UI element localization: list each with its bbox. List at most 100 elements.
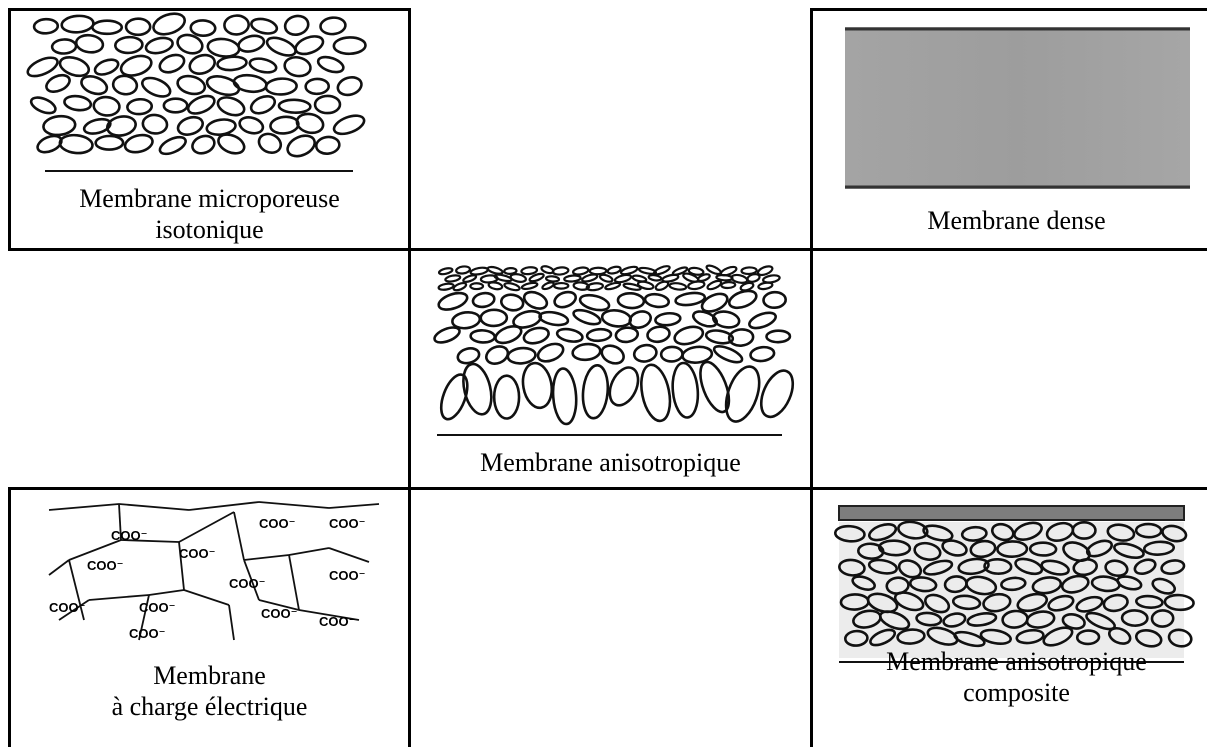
pore-cell [453, 282, 467, 292]
carboxylate-group-label: COO⁻ [49, 600, 85, 615]
pore-cell [504, 282, 521, 292]
caption-charged-line1: Membrane [11, 660, 408, 691]
carboxylate-group-label: COO⁻ [139, 600, 175, 615]
pore-cell [320, 17, 346, 35]
caption-microporous: Membrane microporeuse isotonique [11, 183, 408, 245]
pore-cell [190, 20, 215, 36]
anisotropic-structure-illustration [437, 267, 787, 437]
pore-cell [573, 266, 589, 275]
pore-cell [587, 328, 612, 341]
pore-cell [581, 364, 610, 419]
pore-cell [176, 73, 207, 96]
pore-cell [470, 283, 483, 289]
caption-composite-line1: Membrane anisotropique [813, 646, 1207, 677]
pore-cell [75, 34, 104, 54]
pore-cell [546, 276, 559, 282]
pore-cell [637, 362, 674, 423]
carboxylate-group-label: COO⁻ [329, 516, 365, 531]
pore-cell [535, 340, 565, 364]
pore-cell [484, 343, 511, 367]
pore-cell [123, 132, 154, 155]
pore-cell [283, 55, 312, 78]
carboxylate-group-label: COO⁻ [129, 626, 165, 641]
pore-cell [661, 346, 683, 361]
pore-cell [224, 15, 249, 35]
pore-cell [766, 331, 790, 343]
pore-cell [43, 115, 77, 137]
pore-cell [115, 36, 143, 53]
pore-cell [488, 281, 503, 290]
caption-composite-line2: composite [813, 677, 1207, 708]
pore-cell [315, 96, 340, 113]
pore-cell [644, 293, 669, 309]
pore-cell [763, 292, 786, 309]
carboxylate-group-label: COO⁻ [329, 568, 365, 583]
pore-cell [554, 283, 568, 289]
pore-cell [157, 134, 188, 158]
pore-cell [336, 75, 364, 98]
pore-cell [270, 116, 300, 135]
pore-cell [437, 290, 470, 313]
pore-cell [52, 39, 77, 54]
pore-cell [140, 74, 173, 100]
pore-cell [487, 266, 503, 275]
pore-cell [279, 99, 311, 113]
caption-composite: Membrane anisotropique composite [813, 646, 1207, 708]
pore-cell [522, 289, 550, 312]
pore-cell [604, 363, 643, 410]
pore-cell [316, 54, 345, 75]
pore-cell [186, 92, 217, 117]
pore-cell [126, 19, 150, 35]
pore-cell [720, 362, 766, 425]
pore-cell [633, 343, 658, 363]
caption-charged-line2: à charge électrique [11, 691, 408, 722]
pore-cell [617, 292, 644, 308]
pore-cell [238, 115, 265, 136]
polymer-chain [229, 605, 234, 640]
pore-cell [758, 282, 773, 290]
pore-cell [472, 292, 495, 309]
pore-cell [92, 21, 121, 34]
dense-skin-layer [839, 506, 1184, 520]
pore-cell [249, 93, 278, 117]
charged-structure-illustration: COO⁻COO⁻COO⁻COO⁻COO⁻COO⁻COO⁻COO⁻COO⁻COO⁻… [29, 500, 399, 650]
pore-cell [206, 118, 237, 137]
pore-cell [551, 368, 578, 425]
pore-cell [470, 330, 495, 343]
pore-cell [217, 56, 247, 72]
pore-cell [438, 267, 452, 275]
polymer-chain [329, 548, 369, 562]
pore-cell [127, 98, 152, 114]
pore-cell [265, 34, 298, 59]
pore-cell [432, 324, 461, 345]
carboxylate-group-label: COO⁻ [261, 606, 297, 621]
carboxylate-group-label: COO⁻ [87, 558, 123, 573]
caption-microporous-line1: Membrane microporeuse [11, 183, 408, 214]
pore-cell [605, 282, 621, 291]
pore-cell [250, 17, 278, 36]
pore-cell [648, 274, 661, 281]
pore-cell [456, 266, 471, 275]
panel-charged: COO⁻COO⁻COO⁻COO⁻COO⁻COO⁻COO⁻COO⁻COO⁻COO⁻… [8, 487, 411, 747]
pore-cell [284, 132, 317, 160]
pore-cell [542, 281, 555, 290]
pore-cell [93, 96, 120, 116]
pore-cell [144, 36, 174, 56]
pore-cell [151, 10, 188, 38]
pore-cell [671, 362, 700, 419]
pore-cell [44, 72, 72, 95]
pore-cell [750, 346, 775, 362]
pore-cell [112, 74, 138, 95]
pore-cell [64, 94, 92, 111]
pore-cell [34, 19, 58, 34]
pore-cell [669, 282, 686, 290]
polymer-chain [149, 590, 184, 595]
pore-cell [520, 361, 555, 410]
polymer-chain [49, 504, 119, 510]
pore-cell [556, 327, 583, 344]
pore-cell [500, 293, 524, 312]
panel-dense: Membrane dense [810, 8, 1207, 251]
polymer-chain [329, 504, 379, 508]
pore-cell [283, 14, 310, 37]
